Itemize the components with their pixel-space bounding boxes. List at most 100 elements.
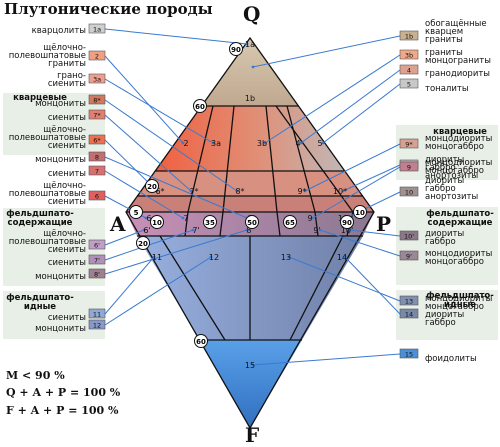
percent-marker-9 (353, 205, 367, 219)
left-legend-swatch-4 (88, 109, 106, 120)
left-legend-swatch-0 (88, 23, 106, 34)
percent-marker-text-0: 90 (231, 46, 241, 54)
right-group-feldspathoid-bearing-line-0: фельдшпато- (426, 209, 494, 219)
left-group-quartz: кварцевые (13, 93, 67, 103)
left-legend-name-5-2: сиениты (48, 141, 86, 151)
region-label-16: 9 (307, 214, 312, 223)
group-backgrounds (3, 93, 498, 340)
vertex-q-label: Q (243, 2, 261, 26)
right-legend-swatch-3 (399, 78, 419, 89)
region-label-5: 4 (295, 139, 300, 148)
right-legend-code-11: 13 (405, 298, 413, 306)
percent-marker-8 (340, 215, 354, 229)
left-legend-swatch-8 (88, 190, 106, 201)
left-legend-name-12-0: сиениты (48, 313, 86, 323)
left-group-quartz-line-0: кварцевые (13, 93, 67, 103)
left-legend-code-3: 8* (93, 97, 101, 105)
field-1a-1b (202, 38, 298, 106)
right-legend-name-5-1: габбро (425, 163, 456, 173)
left-leader-dot-10 (191, 228, 195, 232)
region-label-2: 2 (183, 139, 188, 148)
region-label-11: 10* (333, 187, 347, 196)
left-legend-name-7-0: сиениты (48, 169, 86, 179)
left-leader-dot-3 (235, 189, 239, 193)
right-legend-code-0: 1b (405, 33, 413, 41)
right-leader-11 (288, 256, 401, 302)
right-legend-name-10-0: диориты (425, 310, 464, 320)
left-legend-code-2: 3a (93, 76, 101, 84)
percent-marker-1 (193, 99, 207, 113)
left-legend-code-9: 6' (94, 242, 100, 250)
right-legend-code-1: 3b (405, 52, 413, 60)
percent-marker-11 (194, 334, 208, 348)
left-leader-4 (104, 114, 192, 192)
footer-line-2: Q + A + P = 100 % (6, 386, 121, 399)
percent-marker-text-9: 10 (355, 209, 365, 217)
left-leader-11 (104, 229, 248, 275)
left-legend-name-2-0: грано- (57, 71, 86, 81)
left-legend-name-13-0: монцониты (35, 324, 86, 334)
left-legend-code-10: 7' (94, 257, 100, 265)
right-legend-code-7: 10 (405, 189, 413, 197)
right-leader-3 (322, 83, 401, 144)
left-legend-swatch-1 (88, 50, 106, 61)
left-legend-name-2-1: сиениты (48, 79, 86, 89)
left-legend-name-8-1: полевошпатовые (9, 189, 86, 199)
right-legend-swatch-0 (399, 30, 419, 41)
region-label-25: 14 (337, 253, 347, 262)
region-label-15: 8' (246, 226, 253, 235)
left-legend-swatch-9 (88, 239, 106, 250)
left-leader-dot-0 (245, 42, 249, 46)
right-legend-name-1-1: монцограниты (425, 56, 491, 66)
left-legend-name-9-2: сиениты (48, 245, 86, 255)
left-legend-name-0-0: кварцолиты (32, 26, 86, 36)
percent-marker-2 (145, 179, 159, 193)
left-leader-7 (104, 170, 184, 219)
left-legend-code-7: 7 (95, 168, 99, 176)
left-legend-name-4-0: сиениты (48, 113, 86, 123)
left-legend-swatch-12 (88, 308, 106, 319)
left-group-feldspathoid-line-1: идные (24, 302, 56, 312)
right-group-feldspathoid-line-0: фельдшпато- (426, 291, 494, 301)
left-legend-swatch-10 (88, 254, 106, 265)
right-leader-dot-10 (343, 255, 347, 259)
left-leader-dot-2 (211, 141, 215, 145)
right-legend-swatch-9 (399, 250, 419, 261)
left-legend-code-8: 6 (95, 193, 99, 201)
right-leader-dot-11 (287, 255, 291, 259)
percent-marker-6 (245, 215, 259, 229)
right-legend-swatch-11 (399, 295, 419, 306)
region-label-3: 3a (211, 139, 221, 148)
vertex-f-label: F (245, 423, 260, 447)
left-legend-swatch-6 (88, 151, 106, 162)
right-leader-9 (319, 229, 401, 257)
left-legend-name-11-0: монцониты (35, 272, 86, 282)
right-legend-swatch-2 (399, 64, 419, 75)
percent-marker-3 (129, 205, 143, 219)
right-legend-name-5-2: анортозиты (425, 171, 478, 181)
diagram-title: Плутонические породы (4, 0, 213, 18)
left-leader-12 (104, 256, 155, 315)
right-legend-swatch-7 (399, 186, 419, 197)
left-legend-swatch-5 (88, 134, 106, 145)
left-legend-name-1-2: граниты (48, 59, 86, 69)
left-quartz-group-box (3, 93, 105, 155)
percent-marker-text-8: 90 (342, 219, 352, 227)
right-legend-swatch-12 (399, 348, 419, 359)
left-legend-swatch-7 (88, 165, 106, 176)
left-leader-3 (104, 99, 238, 192)
right-legend-name-1-0: граниты (425, 48, 463, 58)
right-legend-name-4-0: монцодиориты (425, 134, 492, 144)
percent-marker-text-5: 35 (205, 219, 215, 227)
